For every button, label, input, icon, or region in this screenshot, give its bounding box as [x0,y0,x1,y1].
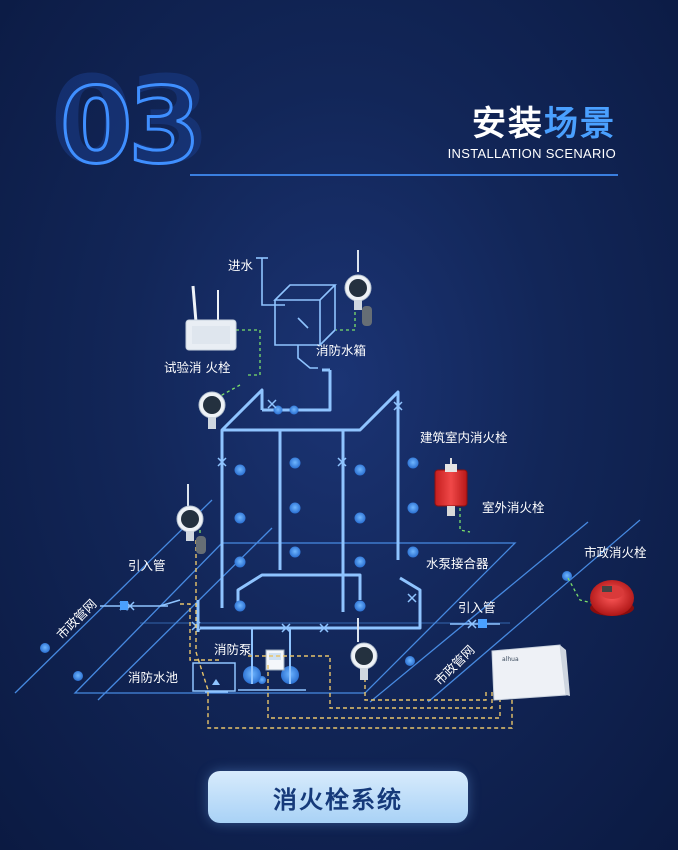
section-title: 安装场景 [472,96,616,145]
pressure-gauge-top [344,250,372,326]
title-highlight: 场景 [544,104,616,144]
title-plain: 安装 [472,104,544,144]
header: 03 03 安装场景 INSTALLATION SCENARIO [0,0,678,190]
gateway-device [185,285,237,351]
network-markers [40,571,572,684]
pressure-gauge-left [176,484,206,554]
system-title-button[interactable]: 消火栓系统 [208,771,468,823]
controller-box: alhua [491,644,570,701]
indoor-hydrant-cabinet [434,458,468,516]
label-municipal-network-left: 市政管网 [54,596,100,642]
label-outdoor-hydrant: 室外消火栓 [482,500,545,515]
label-pump-adapter: 水泵接合器 [426,556,489,571]
municipal-hydrant [590,580,634,616]
label-municipal-hydrant: 市政消火栓 [584,545,647,560]
label-fire-tank: 消防水箱 [316,343,366,358]
pressure-gauge-bottom [350,618,378,680]
label-intake-left: 引入管 [128,558,166,573]
label-indoor-hydrant: 建筑室内消火栓 [420,430,508,445]
pump-station [192,628,306,693]
label-fire-pool: 消防水池 [128,670,179,685]
label-inlet: 进水 [228,258,254,273]
controller-brand: alhua [502,656,519,663]
fire-tank [256,257,337,369]
label-fire-pump: 消防泵 [214,642,252,657]
header-divider [190,174,618,176]
label-intake-right: 引入管 [458,600,496,615]
section-number: 03 [59,65,203,187]
right-meter [478,619,487,628]
pressure-gauge-test [198,391,226,429]
hydrant-outlets [234,405,419,612]
building-pipes [196,368,422,632]
section-subtitle: INSTALLATION SCENARIO [447,146,616,161]
left-meter [120,601,128,610]
label-test-hydrant: 试验消 火栓 [164,360,231,375]
section-number-shadow: 03 [50,52,211,191]
intake-pipes [100,599,500,625]
